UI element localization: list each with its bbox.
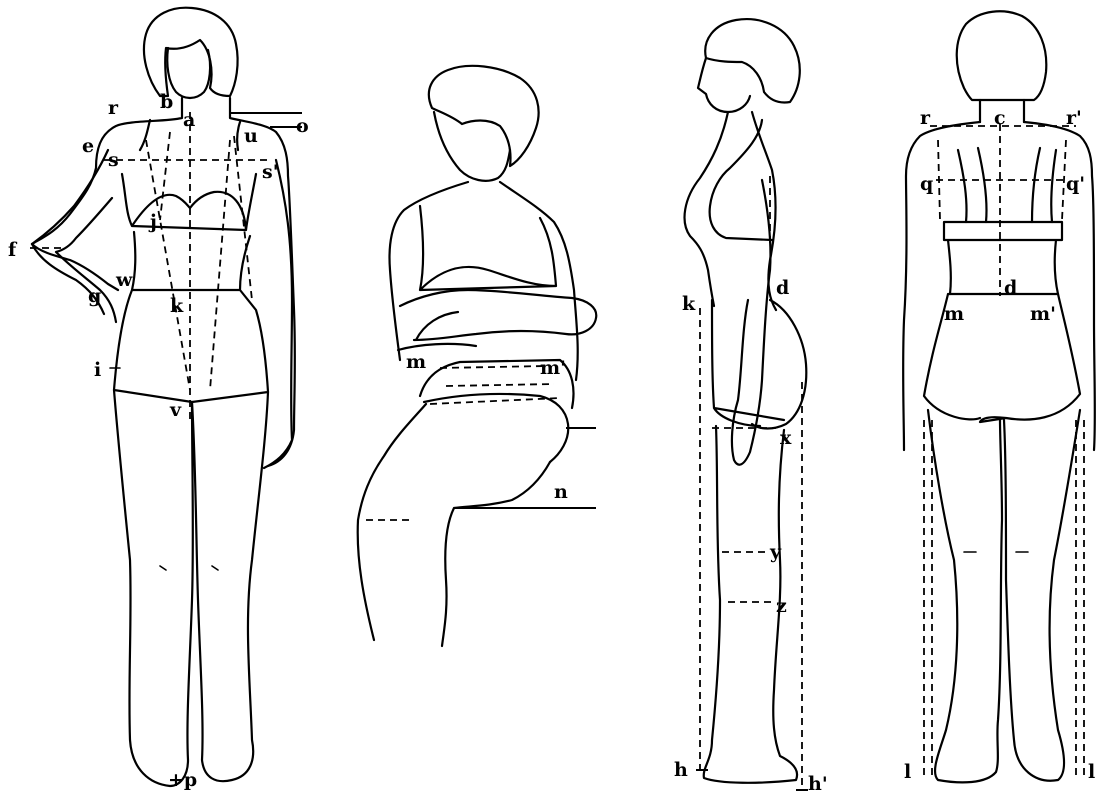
label-front-i: i	[94, 359, 101, 381]
label-front-b: b	[160, 91, 173, 113]
label-back-q-prime: q'	[1066, 173, 1085, 195]
label-side-y: y	[769, 541, 782, 563]
seated-thigh	[358, 404, 550, 646]
side-torso	[685, 112, 776, 310]
label-front-u: u	[244, 125, 258, 147]
diag-line-4	[210, 140, 230, 390]
label-side-d: d	[776, 277, 789, 299]
diag-line-3	[146, 140, 190, 390]
side-hair	[705, 19, 800, 102]
label-front-s-prime: s'	[262, 161, 279, 183]
label-side-z: z	[776, 595, 787, 617]
label-front-o: o	[296, 115, 309, 137]
back-hair	[957, 11, 1047, 100]
seated-view-figure	[358, 66, 597, 646]
label-back-c: c	[994, 107, 1006, 129]
label-side-h-prime: h'	[808, 773, 828, 791]
seated-bra	[420, 206, 556, 290]
label-front-r: r	[108, 97, 119, 119]
label-front-e: e	[82, 135, 94, 157]
label-front-w: w	[115, 269, 133, 291]
back-torso	[903, 122, 1095, 450]
seated-hair	[429, 66, 539, 166]
label-front-g: g	[88, 285, 101, 307]
label-back-m: m	[944, 303, 964, 325]
label-back-m-prime: m'	[1030, 303, 1056, 325]
front-bra	[122, 120, 256, 230]
seated-lower-arm	[398, 344, 476, 350]
front-hair	[144, 8, 238, 96]
label-seated-m: m	[406, 351, 426, 373]
back-bra-band	[944, 222, 1062, 294]
knee-mark-right	[212, 566, 218, 570]
label-front-v: v	[169, 399, 182, 421]
label-front-a: a	[183, 109, 195, 131]
side-face	[698, 58, 750, 112]
knee-mark-left	[160, 566, 166, 570]
side-buttock	[752, 300, 806, 429]
seated-waist-line	[440, 366, 546, 368]
side-shorts	[712, 300, 784, 426]
label-front-p: +p	[168, 769, 197, 791]
label-back-r-prime: r'	[1066, 107, 1082, 129]
side-view-figure	[685, 19, 808, 790]
seated-hip-line-1	[446, 384, 554, 386]
label-back-d: d	[1004, 277, 1017, 299]
back-straps	[958, 148, 1056, 222]
label-side-x: x	[780, 427, 792, 449]
label-back-l-right: l	[1088, 761, 1095, 783]
front-face	[167, 48, 210, 98]
label-seated-n: n	[554, 481, 568, 503]
label-front-s: s	[108, 149, 119, 171]
label-seated-m-prime: m'	[540, 357, 566, 379]
label-side-h: h	[674, 759, 688, 781]
front-shorts	[114, 232, 268, 402]
diag-line-1	[160, 132, 170, 220]
label-front-k: k	[170, 295, 184, 317]
label-side-k: k	[682, 293, 696, 315]
back-legs	[928, 410, 1080, 782]
label-front-f: f	[8, 239, 18, 261]
back-arm-left-line	[938, 140, 940, 220]
label-front-j: j	[148, 211, 157, 233]
front-legs	[114, 390, 268, 786]
label-back-l-left: l	[904, 761, 911, 783]
seated-crossed-arms	[400, 290, 596, 340]
front-torso-outline	[32, 98, 295, 466]
label-back-q: q	[920, 173, 933, 195]
front-straight-arm	[264, 160, 292, 468]
front-view-figure	[30, 8, 302, 786]
seated-face	[434, 112, 510, 181]
seated-hip-line-2	[430, 398, 560, 404]
label-back-r: r	[920, 107, 931, 129]
